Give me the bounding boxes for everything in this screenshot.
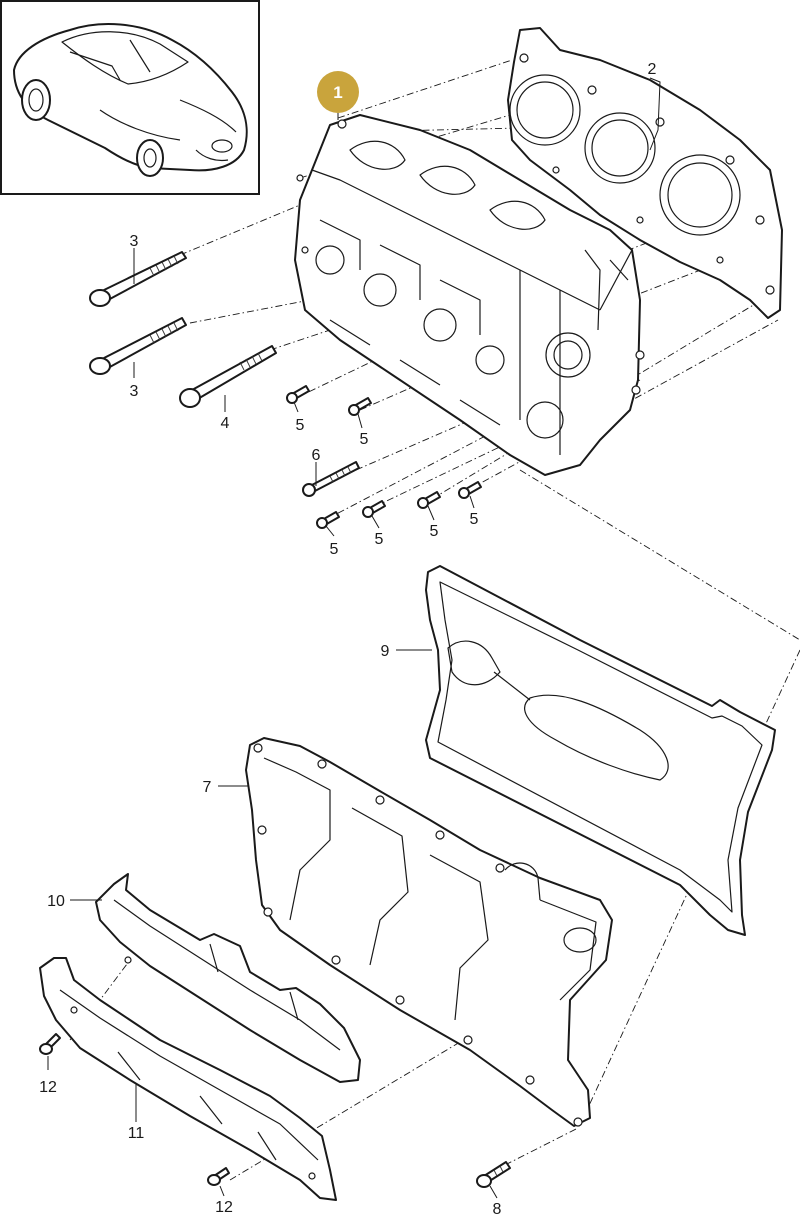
- cam-cover: [245, 737, 613, 1127]
- callout-5f[interactable]: 5: [470, 511, 479, 528]
- callout-11[interactable]: 11: [128, 1125, 145, 1142]
- vehicle-thumbnail: [0, 0, 260, 195]
- head-gasket: [507, 27, 783, 319]
- bolt-5b: [348, 397, 372, 416]
- callout-3a[interactable]: 3: [130, 233, 139, 250]
- bolt-8: [476, 1161, 511, 1188]
- callout-7[interactable]: 7: [203, 779, 212, 796]
- callout-10[interactable]: 10: [47, 893, 65, 910]
- bolt-5d: [362, 500, 386, 518]
- callout-5e[interactable]: 5: [430, 523, 439, 540]
- cylinder-head-bolt-3a: [89, 251, 187, 307]
- car-coupe-icon: [13, 23, 248, 177]
- callout-5b[interactable]: 5: [360, 431, 369, 448]
- callout-12b[interactable]: 12: [215, 1199, 233, 1216]
- callout-5c[interactable]: 5: [330, 541, 339, 558]
- cylinder-head-bolt-4: [179, 345, 277, 408]
- bolt-5e: [417, 491, 441, 509]
- heat-shield-lower: [39, 957, 337, 1201]
- cam-cover-gasket: [425, 565, 776, 936]
- callout-2[interactable]: 2: [648, 61, 657, 78]
- leader-lines: [47, 77, 661, 1199]
- part-1-label: 1: [333, 83, 342, 102]
- callout-8[interactable]: 8: [493, 1201, 502, 1218]
- callout-3b[interactable]: 3: [130, 383, 139, 400]
- callout-4[interactable]: 4: [221, 415, 230, 432]
- bolt-6: [302, 461, 360, 497]
- callout-5d[interactable]: 5: [375, 531, 384, 548]
- bolt-5a: [286, 385, 310, 404]
- heat-shield-upper: [95, 873, 361, 1083]
- part-1-highlight-badge[interactable]: 1: [317, 71, 359, 120]
- callout-12a[interactable]: 12: [39, 1079, 57, 1096]
- bolt-12b: [207, 1167, 230, 1186]
- callout-5a[interactable]: 5: [296, 417, 305, 434]
- callout-6[interactable]: 6: [312, 447, 321, 464]
- bolt-12a: [39, 1033, 61, 1055]
- cylinder-head-bolt-3b: [89, 317, 187, 375]
- callout-labels: 2 3 3 4 5 5 6 5 5 5 5 9 7 10 11 12 12 8: [39, 61, 656, 1218]
- cylinder-head: [294, 114, 645, 476]
- bolt-5c: [316, 511, 340, 529]
- callout-9[interactable]: 9: [381, 643, 390, 660]
- bolt-5f: [458, 481, 482, 499]
